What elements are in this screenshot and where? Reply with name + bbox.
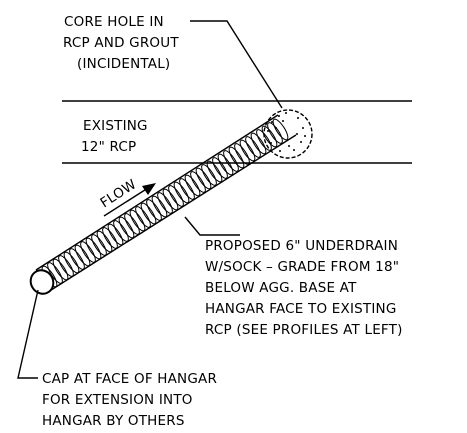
corrugation-ring	[151, 195, 168, 218]
corrugation-ring	[195, 167, 212, 190]
flow-arrow: FLOW	[97, 176, 156, 217]
pipe-top-edge	[35, 114, 279, 271]
corrugation-ring	[184, 174, 201, 197]
corrugation-ring	[124, 213, 140, 235]
grout-dot	[297, 117, 299, 119]
corrugation-ring	[206, 160, 223, 183]
grout-dot	[302, 127, 304, 129]
corrugation-ring	[256, 129, 272, 151]
corrugation-ring	[102, 227, 118, 249]
existing-rcp-line-2: 12" RCP	[81, 139, 136, 155]
underdrain-line-3: BELOW AGG. BASE AT	[205, 280, 357, 296]
corrugation-ring	[157, 192, 173, 214]
corrugation-ring	[118, 216, 135, 239]
corrugation-ring	[173, 181, 190, 204]
underdrain-line-1: PROPOSED 6" UNDERDRAIN	[205, 238, 398, 254]
grout-dot	[288, 145, 290, 147]
corrugation-ring	[261, 125, 278, 148]
corrugation-ring	[217, 153, 234, 176]
core-hole-line-3: (INCIDENTAL)	[77, 56, 170, 72]
corrugation-ring	[135, 206, 151, 228]
cap-line-2: FOR EXTENSION INTO	[42, 392, 193, 408]
corrugation-ring	[212, 157, 228, 179]
underdrain-line-2: W/SOCK – GRADE FROM 18"	[205, 259, 399, 275]
corrugation-ring	[228, 146, 245, 169]
underdrain-line-4: HANGAR FACE TO EXISTING	[205, 301, 397, 317]
underdrain-pipe	[29, 114, 297, 295]
pipe-end-cap	[29, 269, 55, 295]
corrugation-ring	[107, 223, 124, 246]
corrugation-ring	[245, 136, 261, 158]
corrugation-ring	[91, 234, 107, 256]
core-hole-line-1: CORE HOLE IN	[64, 14, 164, 30]
corrugation-ring	[201, 164, 217, 186]
corrugation-ring	[168, 185, 184, 207]
underdrain-line-5: RCP (SEE PROFILES AT LEFT)	[205, 322, 403, 338]
corrugation-ring	[272, 118, 289, 141]
existing-rcp-line-1: EXISTING	[83, 118, 148, 134]
underdrain-note: PROPOSED 6" UNDERDRAIN W/SOCK – GRADE FR…	[205, 238, 403, 338]
corrugation-ring	[85, 237, 102, 260]
corrugation-ring	[80, 241, 96, 263]
corrugation-ring	[129, 209, 146, 232]
core-hole-note: CORE HOLE IN RCP AND GROUT (INCIDENTAL)	[63, 14, 179, 72]
cap-line-1: CAP AT FACE OF HANGAR	[42, 371, 217, 387]
grout-dot	[278, 115, 280, 117]
grout-dot	[267, 130, 269, 132]
corrugation-ring	[140, 202, 157, 225]
grout-dot	[282, 120, 284, 122]
cap-note: CAP AT FACE OF HANGAR FOR EXTENSION INTO…	[42, 371, 217, 429]
corrugation-ring	[250, 132, 267, 155]
corrugation-ring	[239, 139, 256, 162]
grout-dot	[300, 141, 302, 143]
grout-dot	[285, 112, 287, 114]
core-hole-line-2: RCP AND GROUT	[63, 35, 179, 51]
corrugation-ring	[58, 255, 74, 277]
grout-dot	[304, 135, 306, 137]
underdrain-leader	[184, 216, 240, 236]
grout-dot	[271, 121, 273, 123]
grout-dot	[293, 149, 295, 151]
corrugation-ring	[113, 220, 129, 242]
cap-leader	[17, 289, 39, 379]
corrugation-ring	[234, 143, 250, 165]
corrugation-ring	[74, 244, 91, 267]
grout-dot	[279, 150, 281, 152]
grout-dot	[296, 133, 298, 135]
corrugation-ring	[179, 178, 195, 200]
corrugation-ring	[146, 199, 162, 221]
core-hole-leader	[190, 20, 283, 109]
corrugation-ring	[190, 171, 206, 193]
corrugation-ring	[69, 248, 85, 270]
existing-rcp-note: EXISTING 12" RCP	[81, 118, 148, 155]
corrugation-ring	[267, 122, 283, 144]
corrugation-ring	[223, 150, 239, 172]
corrugation-ring	[63, 251, 80, 274]
corrugation-ring	[52, 258, 69, 281]
corrugation-ring	[96, 230, 113, 253]
pipe-corrugations	[41, 118, 289, 288]
cap-line-3: HANGAR BY OTHERS	[42, 413, 185, 429]
corrugation-ring	[162, 188, 179, 211]
